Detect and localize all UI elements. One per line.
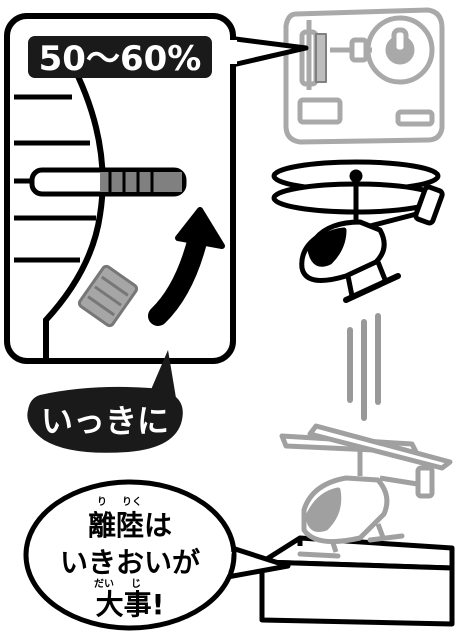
bubble-ruby-ji: じ [131,578,141,590]
percent-label-badge: 50〜60% [28,36,212,79]
throttle-burst-badge: いっきに [27,350,183,453]
up-arrow-icon [148,207,225,326]
flying-helicopter-icon [271,159,445,303]
percent-label-text: 50〜60% [39,39,202,79]
bubble-line1: 離陸は [88,509,172,542]
bubble-line2: いきおいが [60,546,200,579]
throttle-callout-icon [4,13,309,364]
lift-motion-lines-icon [347,313,381,421]
landing-box-icon [259,535,455,627]
bubble-ruby-ri: り [97,496,107,508]
remote-controller-icon [283,7,445,145]
bubble-line3: 大事! [96,588,165,621]
bubble-ruby-dai: だい [94,578,114,590]
landed-helicopter-icon [279,423,453,559]
bubble-ruby-riku: りく [122,496,142,508]
speech-bubble-icon [23,479,291,631]
throttle-burst-text: いっきに [41,402,169,440]
